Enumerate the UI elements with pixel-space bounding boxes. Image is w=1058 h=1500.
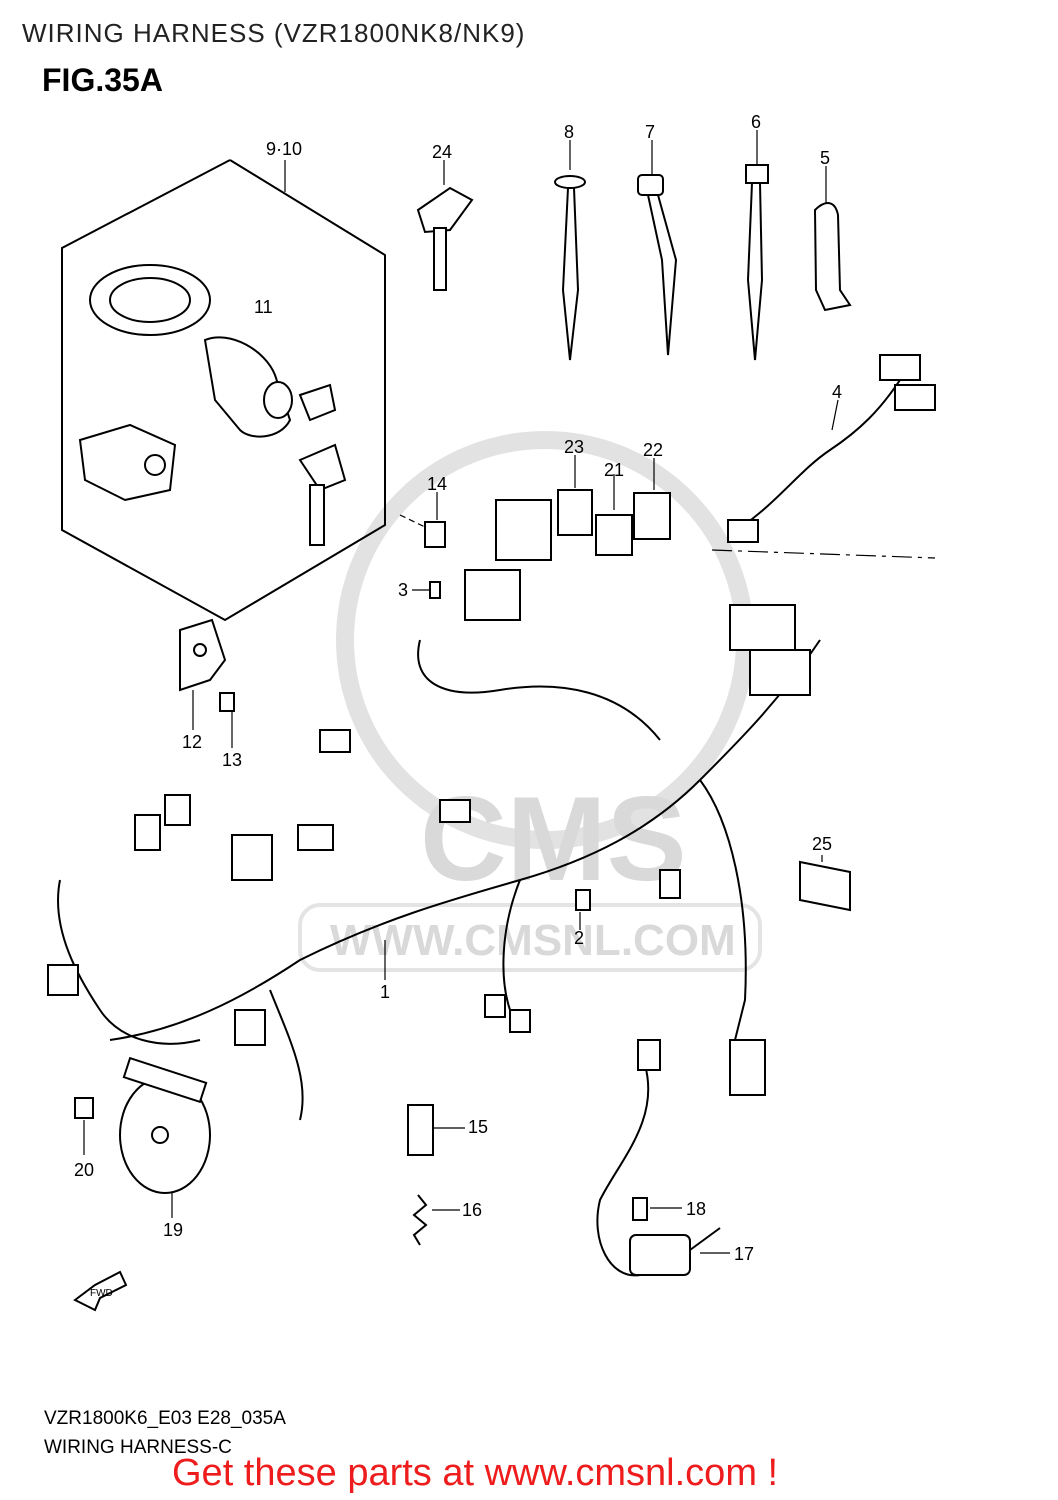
neutral-switch — [407, 1104, 465, 1246]
callout-22: 22 — [643, 440, 663, 460]
callout-21: 21 — [604, 460, 624, 480]
small-parts — [412, 581, 851, 930]
watermark-url: WWW.CMSNL.COM — [330, 916, 736, 965]
callout-17: 17 — [734, 1244, 754, 1264]
callout-25: 25 — [812, 834, 832, 854]
svg-text:FWD: FWD — [90, 1288, 113, 1299]
callout-13: 13 — [222, 750, 242, 770]
callout-7: 7 — [645, 122, 655, 142]
figure-label: FIG.35A — [42, 62, 163, 98]
callout-15: 15 — [468, 1117, 488, 1137]
callout-2: 2 — [574, 928, 584, 948]
callout-9-10: 9·10 — [266, 139, 302, 159]
callout-labels: 9·10 24 8 7 6 5 11 4 23 22 21 14 3 12 13… — [74, 112, 842, 1264]
key — [416, 160, 474, 291]
callout-24: 24 — [432, 142, 452, 162]
promo-link[interactable]: Get these parts at www.cmsnl.com ! — [172, 1452, 779, 1494]
callout-16: 16 — [462, 1200, 482, 1220]
callout-19: 19 — [163, 1220, 183, 1240]
watermark: CMS WWW.CMSNL.COM — [298, 431, 762, 972]
watermark-brand: CMS — [420, 772, 687, 906]
callout-23: 23 — [564, 437, 584, 457]
callout-20: 20 — [74, 1160, 94, 1180]
bracket — [179, 618, 235, 748]
fwd-arrow: FWD — [73, 1270, 128, 1312]
cable-ties — [554, 130, 852, 361]
callout-1: 1 — [380, 982, 390, 1002]
callout-12: 12 — [182, 732, 202, 752]
diagram-code: VZR1800K6_E03 E28_035A — [44, 1408, 286, 1429]
callout-14: 14 — [427, 474, 447, 494]
callout-18: 18 — [686, 1199, 706, 1219]
diagram-name: WIRING HARNESS-C — [44, 1437, 232, 1458]
ignition-switch-set — [61, 159, 386, 622]
callout-6: 6 — [751, 112, 761, 132]
sub-harness — [711, 354, 936, 559]
callout-3: 3 — [398, 580, 408, 600]
horn — [74, 1056, 211, 1218]
page-title: WIRING HARNESS (VZR1800NK8/NK9) — [22, 18, 526, 48]
callout-11: 11 — [254, 297, 273, 317]
relay-connectors — [399, 455, 671, 561]
callout-8: 8 — [564, 122, 574, 142]
callout-4: 4 — [832, 382, 842, 402]
main-harness — [47, 569, 821, 1121]
callout-5: 5 — [820, 148, 830, 168]
sensor — [596, 1039, 730, 1277]
